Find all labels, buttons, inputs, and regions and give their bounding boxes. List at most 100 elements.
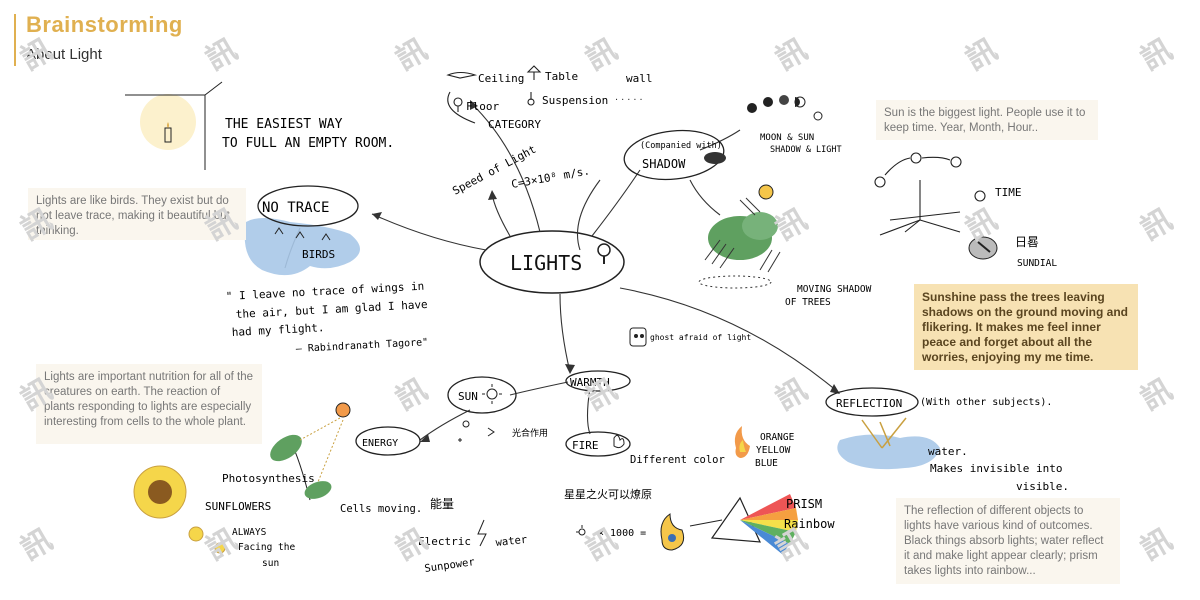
empty-room-line2: TO FULL AN EMPTY ROOM. [222,136,394,151]
bird-tracks-icon [274,227,331,241]
speed-label: Speed of Light [450,143,538,198]
sunpower-text: Sunpower [424,556,476,575]
shadow-caption: (Companied with) [640,141,722,151]
facing-text: Facing the [238,542,295,553]
speed-formula: C=3×10⁸ m/s. [510,164,591,191]
reflection-label: REFLECTION [836,397,902,410]
arrow-heads [372,100,840,442]
note-sunshine: Sunshine pass the trees leaving shadows … [914,284,1138,370]
invisible-line1: Makes invisible into [930,462,1062,475]
orange-text: ORANGE [760,432,795,443]
empty-room-sketch [125,81,223,170]
center-node-outline [479,230,625,294]
category-floor: Floor [466,100,499,113]
branch-shadow-trees-ground [576,179,601,251]
branch-to-category [469,101,541,233]
ghost-text: ghost afraid of light [650,333,751,342]
lightning-icon [477,519,487,547]
branch-warmth-sun [509,381,569,396]
water-splash-right [837,434,940,470]
moon-sun-text: MOON & SUN [760,133,814,143]
quote-author: — Rabindranath Tagore" [296,337,429,355]
sun-time-sketch [874,152,986,236]
time-text: TIME [995,186,1022,199]
sun-node-outline [447,376,517,414]
sun-sketch-icon [482,384,502,404]
electric-text: Electric [418,535,471,548]
photosynthesis-text: Photosynthesis [222,472,315,485]
cells-moving-text: Cells moving. [340,503,422,515]
warmth-label: WARMTH [570,376,610,389]
moon-phases-icon [747,95,823,121]
sun-text: sun [262,558,279,569]
sundial-chinese: 日晷 [1015,235,1039,249]
shadow-label: SHADOW [642,157,686,171]
lightbulb-icon [597,243,611,264]
color-flame-icon [734,426,750,458]
warmth-node-outline [565,370,631,392]
reflection-node-outline [825,387,919,417]
yellow-text: YELLOW [756,445,791,456]
shadow-blob-icon [704,152,726,164]
quote-line2: the air, but I am glad I have [235,298,427,321]
category-label: CATEGORY [488,118,541,131]
flame-icon [613,434,625,449]
ghost-icon [629,327,647,347]
reflection-rays [861,417,907,449]
plant-sketch [270,402,351,501]
tree-shadow-sketch [698,184,781,289]
birds-label: BIRDS [302,248,335,261]
center-node-label: LIGHTS [510,251,582,275]
moving-shadow-text: MOVING SHADOW [797,284,872,295]
prism-label: PRISM [786,497,822,511]
category-table: Table [545,70,578,83]
energy-chinese: 能量 [430,497,454,511]
water-small-text: water [495,534,528,549]
notrace-node-outline [257,185,359,227]
branch-to-speed [491,193,511,237]
title-accent-bar [14,14,16,66]
branch-to-shadow [591,169,641,237]
sun-label: SUN [458,390,478,403]
page-subtitle: About Light [26,46,102,63]
water-splash-left [244,218,360,276]
prism-icon [689,494,798,554]
rainbow-label: Rainbow [784,517,835,531]
sun-chinese: 光合作用 [512,427,548,439]
of-trees-text: OF TREES [785,297,831,308]
branch-shadow-tree [689,179,721,216]
branch-to-reflection [619,287,839,393]
energy-label: ENERGY [362,438,398,449]
shadow-node-outline [623,129,725,181]
note-birds: Lights are like birds. They exist but do… [28,188,246,240]
category-suspension: Suspension [542,94,608,107]
note-sun-time: Sun is the biggest light. People use it … [876,100,1098,140]
page-title: Brainstorming [26,12,183,37]
fire-multiplier: × 1000 = [598,528,646,539]
category-sketch [446,65,542,124]
energy-node-outline [355,426,421,456]
sunflowers-text: SUNFLOWERS [205,500,271,513]
branch-to-warmth [559,293,571,373]
note-reflection: The reflection of different objects to l… [896,498,1120,584]
fire-saying: 星星之火可以燎原 [564,487,652,501]
reflection-other-text: (With other subjects). [920,397,1052,408]
category-ceiling: Ceiling [478,72,524,85]
different-color-text: Different color [630,454,725,466]
notrace-label: NO TRACE [262,200,329,216]
invisible-line2: visible. [1016,480,1069,493]
big-fire-icon [660,513,685,551]
branch-shadow-moon [699,129,741,151]
small-sunflower-icon [188,526,226,554]
sundial-icon [968,236,998,260]
sundial-text: SUNDIAL [1017,258,1057,269]
shadow-light-text: SHADOW & LIGHT [770,145,842,155]
category-wall: wall [626,72,653,85]
fire-node-outline [565,431,631,457]
empty-room-line1: THE EASIEST WAY [225,117,343,132]
small-doodles [458,420,495,442]
fire-label: FIRE [572,439,599,452]
always-text: ALWAYS [232,527,267,538]
blue-text: BLUE [755,458,778,469]
